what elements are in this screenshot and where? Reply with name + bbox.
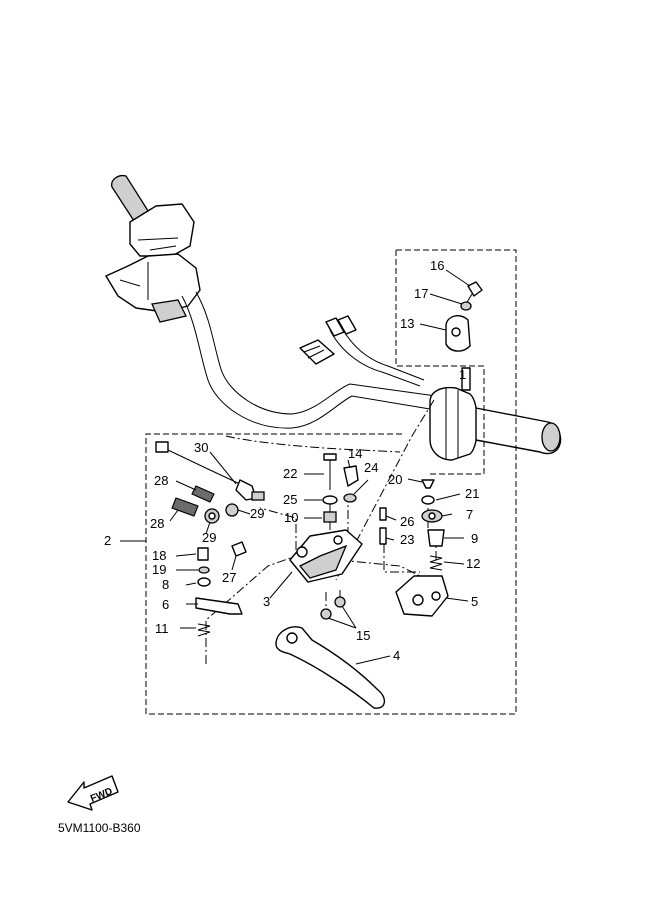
callout-7: 7 — [466, 507, 473, 522]
callout-20: 20 — [388, 472, 402, 487]
callout-29a: 29 — [202, 530, 216, 545]
small-parts — [155, 281, 483, 709]
callout-1: 1 — [459, 367, 466, 382]
callout-26: 26 — [400, 514, 414, 529]
callout-21: 21 — [465, 486, 479, 501]
callout-24: 24 — [364, 460, 378, 475]
callout-9: 9 — [471, 531, 478, 546]
callout-14: 14 — [348, 446, 362, 461]
handlebar-assembly — [105, 174, 562, 461]
callout-16: 16 — [430, 258, 444, 273]
callout-27: 27 — [222, 570, 236, 585]
callout-15: 15 — [356, 628, 370, 643]
callout-12: 12 — [466, 556, 480, 571]
callout-28a: 28 — [154, 473, 168, 488]
forward-direction-indicator: FWD — [67, 775, 119, 811]
group-boxes — [145, 249, 517, 715]
callout-4: 4 — [393, 648, 400, 663]
callout-17: 17 — [414, 286, 428, 301]
callout-28b: 28 — [150, 516, 164, 531]
callout-10: 10 — [284, 510, 298, 525]
callout-2: 2 — [104, 533, 111, 548]
leader-lines — [120, 269, 471, 665]
callout-23: 23 — [400, 532, 414, 547]
callout-labels: 1 2 3 4 5 6 7 8 9 10 11 12 13 14 15 16 1… — [104, 258, 480, 663]
fwd-arrow-icon — [67, 775, 119, 811]
callout-11: 11 — [155, 621, 169, 636]
diagram-code: 5VM1100-B360 — [58, 821, 141, 835]
callout-8: 8 — [162, 577, 169, 592]
callout-18: 18 — [152, 548, 166, 563]
callout-6: 6 — [162, 597, 169, 612]
callout-5: 5 — [471, 594, 478, 609]
callout-25: 25 — [283, 492, 297, 507]
callout-13: 13 — [400, 316, 414, 331]
callout-19: 19 — [152, 562, 166, 577]
callout-30: 30 — [194, 440, 208, 455]
callout-22: 22 — [283, 466, 297, 481]
callout-3: 3 — [263, 594, 270, 609]
reference-lines — [205, 399, 437, 664]
callout-29b: 29 — [250, 506, 264, 521]
